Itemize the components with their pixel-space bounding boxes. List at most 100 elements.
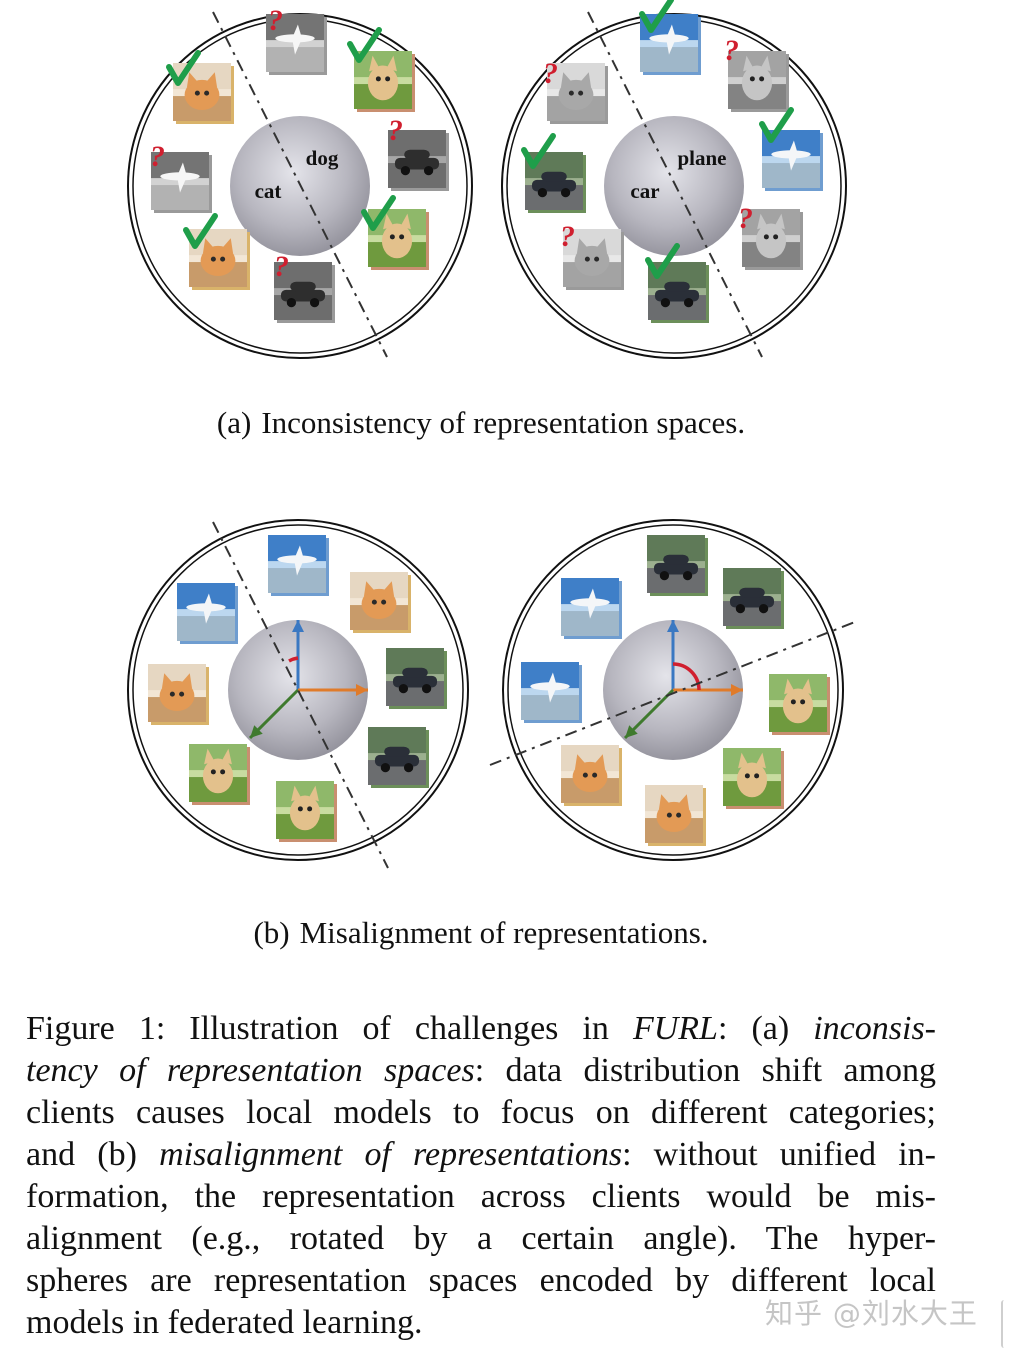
car-thumbnail: [388, 130, 449, 191]
dog-icon: [741, 65, 773, 101]
car-wheel-icon: [286, 297, 297, 308]
caption-italic-text: tency of representation spaces: [26, 1052, 475, 1089]
car-wheel-icon: [380, 762, 391, 773]
dog-ear-icon: [738, 752, 749, 769]
dog-ear-icon: [291, 785, 302, 802]
dog-icon: [289, 795, 321, 831]
dog-thumbnail: [276, 781, 337, 842]
caption-text: Figure 1: Illustration of challenges in: [26, 1010, 633, 1047]
cat-eye-icon: [194, 90, 200, 96]
dog-icon: [381, 223, 413, 259]
dog-ear-icon: [369, 55, 380, 72]
car-thumbnail: [368, 727, 429, 788]
car-icon: [394, 157, 440, 170]
cat-eye-icon: [676, 812, 682, 818]
caption-text: : (a): [717, 1010, 814, 1047]
inner-sphere: [604, 116, 744, 256]
dog-icon: [755, 223, 787, 259]
axis-arrow-up-head: [667, 620, 679, 632]
dog-eye-icon: [763, 234, 769, 240]
dog-eye-icon: [385, 76, 391, 82]
caption-text: models in federated learning.: [26, 1304, 423, 1341]
cat-eye-icon: [371, 599, 377, 605]
cat-icon: [184, 79, 220, 110]
dog-eye-icon: [790, 699, 796, 705]
cat-eye-icon: [210, 256, 216, 262]
cat-eye-icon: [582, 772, 588, 778]
dog-ear-icon: [784, 678, 795, 695]
car-icon: [392, 675, 438, 688]
dog-eye-icon: [800, 699, 806, 705]
plane-wing-icon: [788, 140, 798, 155]
check-icon: [183, 213, 218, 249]
dog-eye-icon: [759, 76, 765, 82]
cat-eye-icon: [568, 90, 574, 96]
dog-eye-icon: [399, 234, 405, 240]
decision-boundary: [587, 11, 763, 358]
dog-icon: [736, 762, 768, 798]
car-wheel-icon: [400, 165, 411, 176]
caption-line: tency of representation spaces: data dis…: [26, 1050, 936, 1092]
axis-arrow-diagonal-head: [250, 725, 263, 738]
cat-eye-icon: [204, 90, 210, 96]
car-thumbnail: [723, 568, 784, 629]
caption-text: alignment (e.g., rotated by a certain an…: [26, 1220, 936, 1257]
caption-line: models in federated learning.: [26, 1302, 936, 1344]
dog-thumbnail: [189, 744, 250, 805]
cat-icon: [200, 245, 236, 276]
plane-wing-icon: [666, 38, 676, 55]
question-mark-icon: ?: [268, 4, 283, 37]
cat-thumbnail: [350, 572, 411, 633]
dog-eye-icon: [210, 769, 216, 775]
car-icon: [729, 595, 775, 608]
car-roof-icon: [663, 554, 689, 565]
car-icon: [374, 754, 420, 767]
car-wheel-icon: [403, 762, 414, 773]
car-roof-icon: [384, 746, 410, 757]
hypersphere-b-left: [127, 519, 469, 869]
dog-eye-icon: [307, 806, 313, 812]
hypersphere-inner-ring: [132, 524, 464, 856]
plane-wing-icon: [294, 559, 304, 576]
dog-eye-icon: [297, 806, 303, 812]
cat-eye-icon: [592, 772, 598, 778]
car-wheel-icon: [423, 165, 434, 176]
caption-line: formation, the representation across cli…: [26, 1176, 936, 1218]
cat-icon: [159, 680, 195, 711]
subfigure-b: [127, 519, 856, 869]
dog-thumbnail: [354, 51, 415, 112]
dog-icon: [782, 688, 814, 724]
dog-eye-icon: [744, 773, 750, 779]
plane-wing-icon: [587, 602, 597, 619]
plane-wing-icon: [294, 545, 304, 560]
cat-thumbnail: [547, 63, 608, 124]
subfigure-a-caption-label: (a): [216, 405, 252, 440]
caption-text: spheres are representation spaces encode…: [26, 1262, 936, 1299]
car-wheel-icon: [537, 187, 548, 198]
plane-thumbnail: [268, 535, 329, 596]
caption-text: formation, the representation across cli…: [26, 1178, 936, 1215]
subfigure-b-caption: (b)Misalignment of representations.: [0, 915, 962, 951]
cat-icon: [656, 801, 692, 832]
subfigure-a-caption-text: Inconsistency of representation spaces.: [261, 405, 746, 440]
plane-wing-icon: [177, 162, 187, 177]
cat-icon: [361, 588, 397, 619]
dog-ear-icon: [204, 748, 215, 765]
subfigure-b-caption-text: Misalignment of representations.: [299, 915, 709, 950]
cat-eye-icon: [594, 256, 600, 262]
car-wheel-icon: [660, 297, 671, 308]
car-wheel-icon: [560, 187, 571, 198]
question-mark-icon: ?: [150, 140, 165, 173]
car-roof-icon: [404, 149, 430, 160]
car-wheel-icon: [309, 297, 320, 308]
check-icon: [361, 195, 396, 231]
question-mark-icon: ?: [388, 114, 403, 147]
caption-italic-text: FURL: [632, 1010, 718, 1047]
plane-wing-icon: [666, 24, 676, 39]
car-wheel-icon: [735, 603, 746, 614]
dog-thumbnail: [742, 209, 803, 270]
cat-ear-icon: [202, 238, 214, 254]
hypersphere-inner-ring: [507, 524, 839, 856]
